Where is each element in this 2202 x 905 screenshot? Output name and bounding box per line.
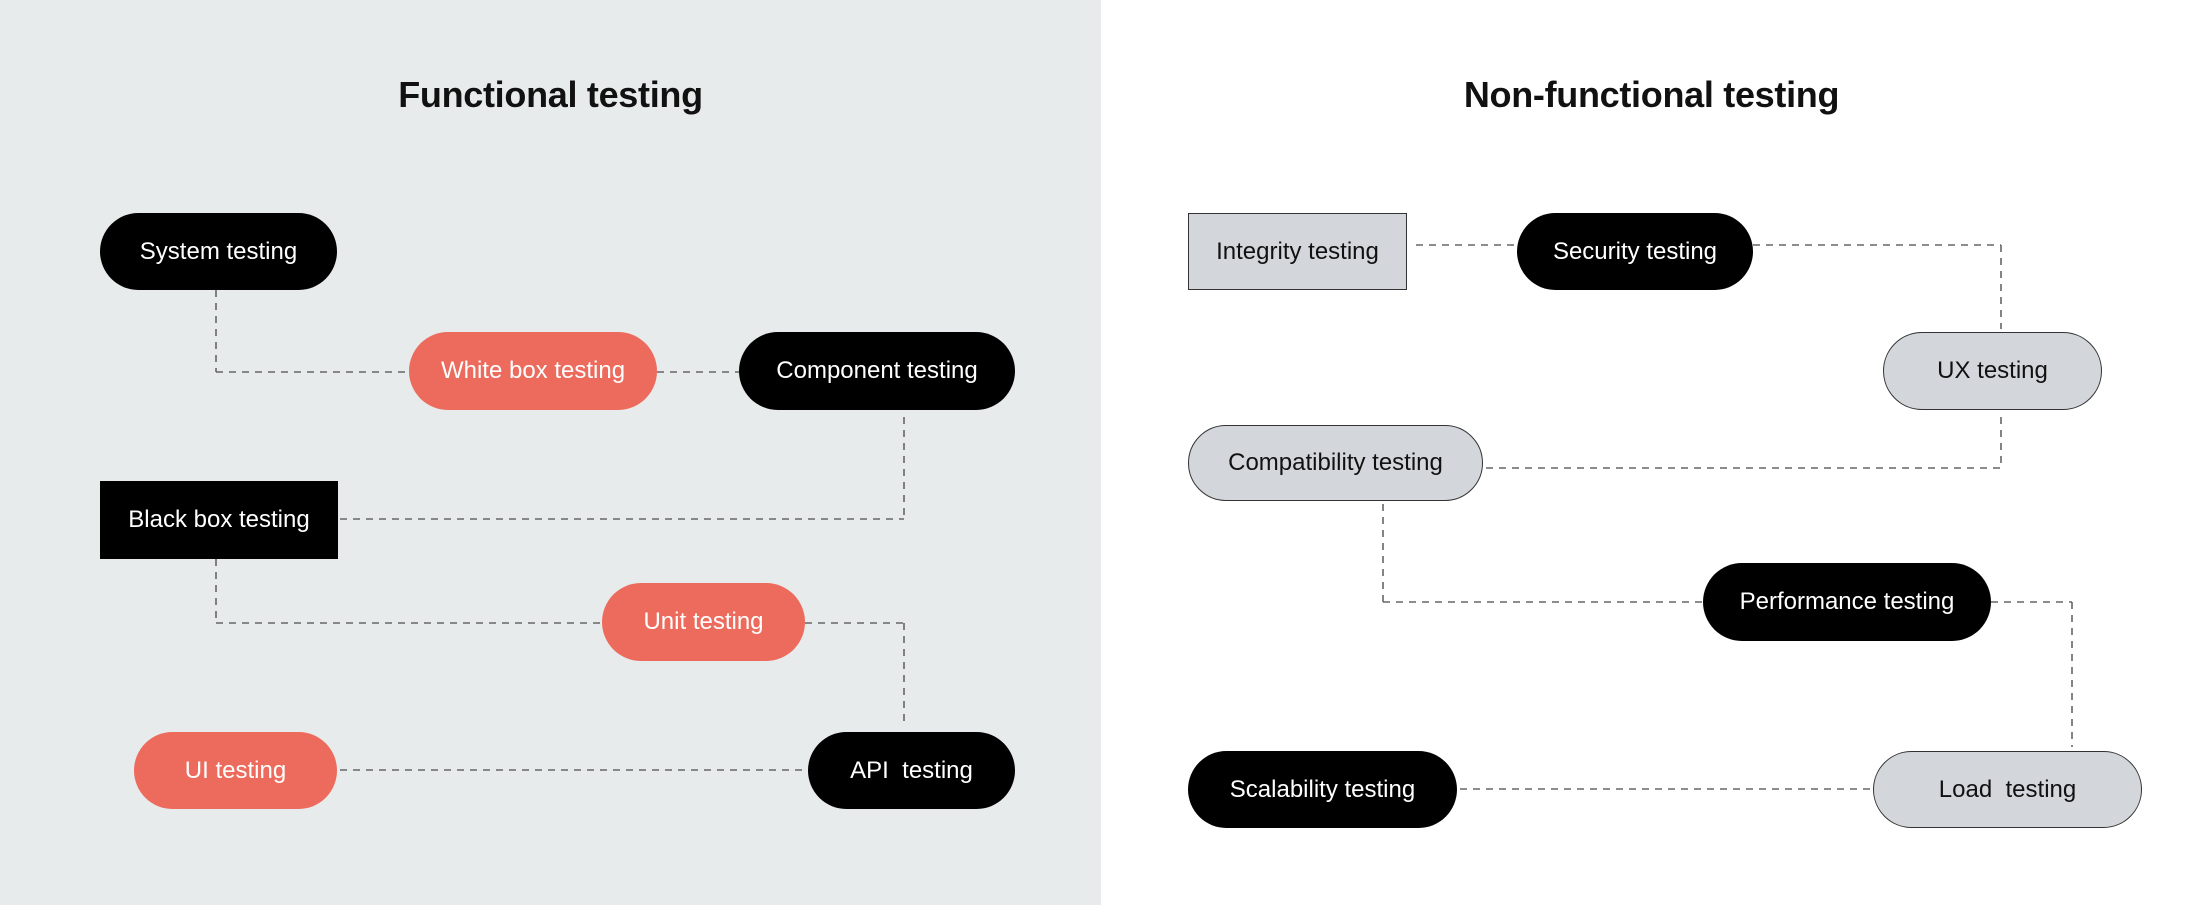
node-ui-testing: UI testing: [134, 732, 337, 809]
functional-testing-title: Functional testing: [398, 74, 703, 115]
node-integrity-testing: Integrity testing: [1188, 213, 1407, 290]
node-black-box-testing: Black box testing: [100, 481, 338, 559]
non-functional-testing-title: Non-functional testing: [1463, 74, 1840, 115]
node-system-testing: System testing: [100, 213, 337, 290]
node-compatibility-testing: Compatibility testing: [1188, 425, 1483, 501]
node-scalability-testing: Scalability testing: [1188, 751, 1457, 828]
node-load-testing: Load testing: [1873, 751, 2142, 828]
node-api-testing: API testing: [808, 732, 1015, 809]
node-white-box-testing: White box testing: [409, 332, 657, 410]
node-unit-testing: Unit testing: [602, 583, 805, 661]
node-performance-testing: Performance testing: [1703, 563, 1991, 641]
node-security-testing: Security testing: [1517, 213, 1753, 290]
node-ux-testing: UX testing: [1883, 332, 2102, 410]
node-component-testing: Component testing: [739, 332, 1015, 410]
